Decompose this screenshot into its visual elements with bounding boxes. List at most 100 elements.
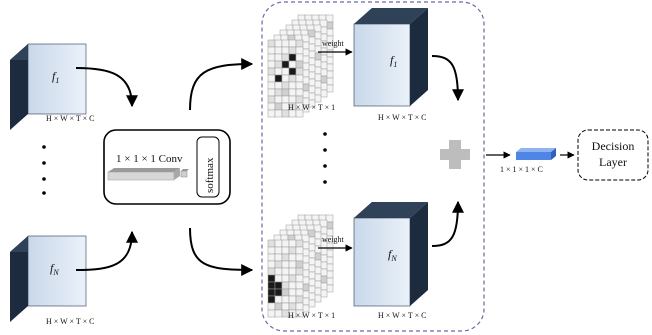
weight-cell — [295, 95, 304, 104]
weight-cell — [267, 295, 276, 304]
weight-cell — [295, 309, 304, 318]
weight-cell — [295, 109, 304, 118]
weight-cell — [281, 60, 290, 69]
weight-cell — [274, 302, 283, 311]
weight-cell — [274, 260, 283, 269]
weight-cell — [288, 302, 297, 311]
weight-cell — [281, 253, 290, 262]
weight-cell — [267, 53, 276, 62]
weight-cell — [281, 302, 290, 311]
weighted-feature-cube-top: f1 — [353, 8, 428, 107]
weight-cell — [281, 46, 290, 55]
weight-cell — [295, 239, 304, 248]
weight-cell — [267, 109, 276, 118]
plus-icon — [440, 140, 470, 169]
softmax-label: softmax — [204, 157, 216, 193]
ellipsis-dots-middle — [323, 132, 327, 184]
weight-cell — [274, 274, 283, 283]
weight-cell — [274, 53, 283, 62]
weighted-top-symbol: f1 — [390, 53, 397, 69]
input-top-dims: H × W × T × C — [46, 114, 95, 123]
weight-cell — [281, 39, 290, 48]
weight-cell — [281, 246, 290, 255]
weight-cell — [274, 295, 283, 304]
weight-cell — [288, 253, 297, 262]
weight-cell — [274, 102, 283, 111]
weight-cell — [274, 239, 283, 248]
weight-cell — [267, 74, 276, 83]
weight-cell — [267, 95, 276, 104]
weight-cell — [274, 46, 283, 55]
weight-cell — [288, 88, 297, 97]
input-top-symbol: f1 — [52, 69, 59, 85]
weight-cell — [288, 288, 297, 297]
weight-cell — [267, 60, 276, 69]
weight-label-top: weight — [322, 39, 345, 48]
weight-cell — [295, 260, 304, 269]
weight-cell — [295, 274, 304, 283]
weight-cell — [267, 46, 276, 55]
weight-cell — [288, 39, 297, 48]
weight-cell — [295, 253, 304, 262]
input-feature-cube-bottom: fN — [10, 235, 87, 322]
weighted-bottom-dims: H × W × T × C — [378, 311, 427, 320]
output-vector — [516, 148, 556, 160]
weight-cell — [295, 302, 304, 311]
weight-cell — [295, 39, 304, 48]
weight-cell — [274, 39, 283, 48]
weight-cell — [267, 239, 276, 248]
weight-cell — [288, 81, 297, 90]
weight-cell — [267, 274, 276, 283]
weight-cell — [281, 267, 290, 276]
conv-softmax-block: 1 × 1 × 1 Conv softmax — [103, 129, 231, 205]
weight-cell — [267, 267, 276, 276]
weight-cell — [267, 81, 276, 90]
weight-cell — [288, 95, 297, 104]
weight-cell — [288, 74, 297, 83]
weight-cell — [295, 53, 304, 62]
weight-cell — [288, 295, 297, 304]
arrow-icon — [431, 200, 464, 247]
weight-cell — [281, 288, 290, 297]
weight-cell — [274, 253, 283, 262]
weight-cell — [267, 67, 276, 76]
weighted-feature-cube-bottom: fN — [353, 202, 428, 307]
weight-cell — [281, 88, 290, 97]
weight-cell — [288, 67, 297, 76]
weight-map-top-dims: H × W × T × 1 — [288, 103, 335, 112]
weighted-top-dims: H × W × T × C — [378, 113, 427, 122]
weight-cell — [274, 81, 283, 90]
weight-cell — [267, 88, 276, 97]
arrow-icon — [189, 227, 254, 276]
decision-layer-line1: Decision — [592, 139, 635, 153]
weight-cell — [281, 239, 290, 248]
weight-cell — [288, 46, 297, 55]
weight-cell — [274, 88, 283, 97]
weight-cell — [274, 60, 283, 69]
weight-cell — [274, 74, 283, 83]
ellipsis-dots-left — [42, 145, 46, 195]
weight-label-bottom: weight — [322, 235, 345, 244]
weight-cell — [288, 267, 297, 276]
weighted-bottom-symbol: fN — [388, 247, 397, 263]
weight-cell — [267, 288, 276, 297]
weight-cell — [267, 246, 276, 255]
arrow-icon — [189, 58, 254, 111]
output-dims: 1 × 1 × 1 × C — [500, 165, 543, 174]
weight-cell — [267, 281, 276, 290]
input-feature-cube-top: f1 — [10, 43, 87, 130]
weight-cell — [295, 46, 304, 55]
weight-cell — [281, 295, 290, 304]
weight-cell — [274, 95, 283, 104]
weight-cell — [267, 302, 276, 311]
weight-cell — [267, 260, 276, 269]
weight-cell — [295, 60, 304, 69]
weight-cell — [274, 267, 283, 276]
weight-cell — [295, 267, 304, 276]
weight-cell — [288, 281, 297, 290]
weight-cell — [274, 109, 283, 118]
conv-label: 1 × 1 × 1 Conv — [116, 153, 183, 165]
weight-cell — [295, 281, 304, 290]
arrow-icon — [75, 230, 138, 271]
